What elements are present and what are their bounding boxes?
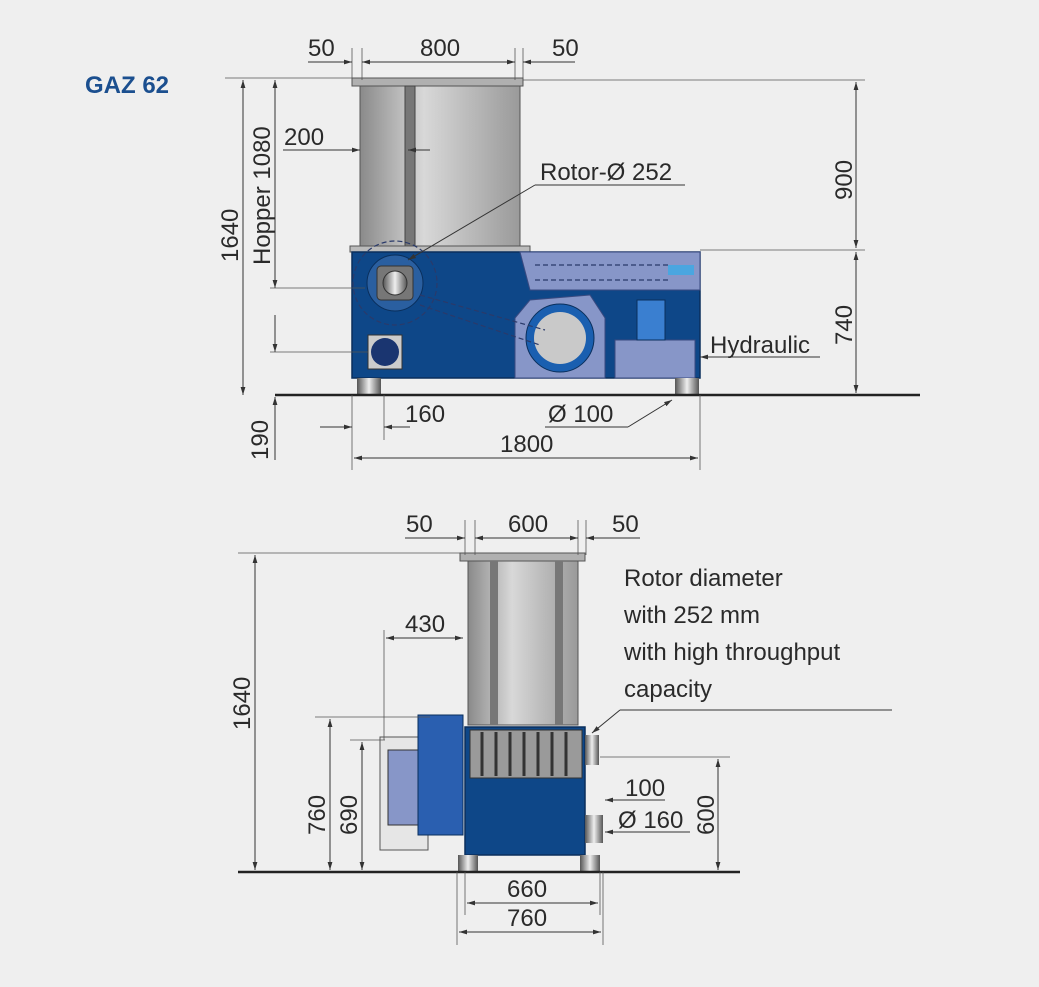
rotor: [469, 729, 583, 779]
dim-200: 200: [284, 124, 324, 151]
foot: [458, 855, 478, 872]
rotor-note-line: with high throughput: [623, 639, 840, 666]
outlet: [585, 815, 603, 843]
dim-total-height: 1640: [229, 677, 256, 730]
dim-190: 190: [247, 420, 274, 460]
rotor-teeth: [480, 732, 568, 776]
rotor-note-line: with 252 mm: [623, 602, 760, 629]
dim-900: 900: [831, 160, 858, 200]
dim-160: 160: [405, 401, 445, 428]
dim-left-margin: 50: [308, 35, 335, 62]
hydraulic-label: Hydraulic: [710, 332, 810, 359]
dim-430: 430: [405, 611, 445, 638]
foot: [675, 378, 699, 395]
dim-hopper-height: Hopper 1080: [249, 126, 276, 265]
rotor-note-line: Rotor diameter: [624, 565, 783, 592]
dim-740: 740: [831, 305, 858, 345]
dim-right-margin: 50: [552, 35, 579, 62]
dim-foot-diameter: Ø 100: [548, 401, 613, 428]
hydraulic-motor: [636, 299, 666, 341]
dim-left-margin: 50: [406, 511, 433, 538]
foot: [357, 378, 381, 395]
dim-100: 100: [625, 775, 665, 802]
dim-690: 690: [336, 795, 363, 835]
gearbox-flange: [371, 338, 399, 366]
drive-motor: [417, 714, 464, 836]
dim-outlet-diameter: Ø 160: [618, 807, 683, 834]
hopper: [359, 85, 521, 249]
front-view: 50 600 50 430 1640 760 690 Rotor diamete…: [229, 511, 892, 945]
dim-total-height: 1640: [217, 209, 244, 262]
dim-width: 760: [507, 905, 547, 932]
dim-length: 1800: [500, 431, 553, 458]
dim-600-height: 600: [693, 795, 720, 835]
rotor-label: Rotor-Ø 252: [540, 159, 672, 186]
side-view: 50 800 50 200 1640 Hopper 1080 190 Rotor…: [217, 35, 920, 470]
hopper-frame: [351, 77, 524, 87]
dim-hopper-width: 800: [420, 35, 460, 62]
foot: [580, 855, 600, 872]
model-title: GAZ 62: [85, 72, 169, 99]
dim-660: 660: [507, 876, 547, 903]
hydraulic-unit: [614, 339, 696, 379]
dim-right-margin: 50: [612, 511, 639, 538]
dim-hopper-width: 600: [508, 511, 548, 538]
dim-760-height: 760: [304, 795, 331, 835]
rotor-note-line: capacity: [624, 676, 712, 703]
